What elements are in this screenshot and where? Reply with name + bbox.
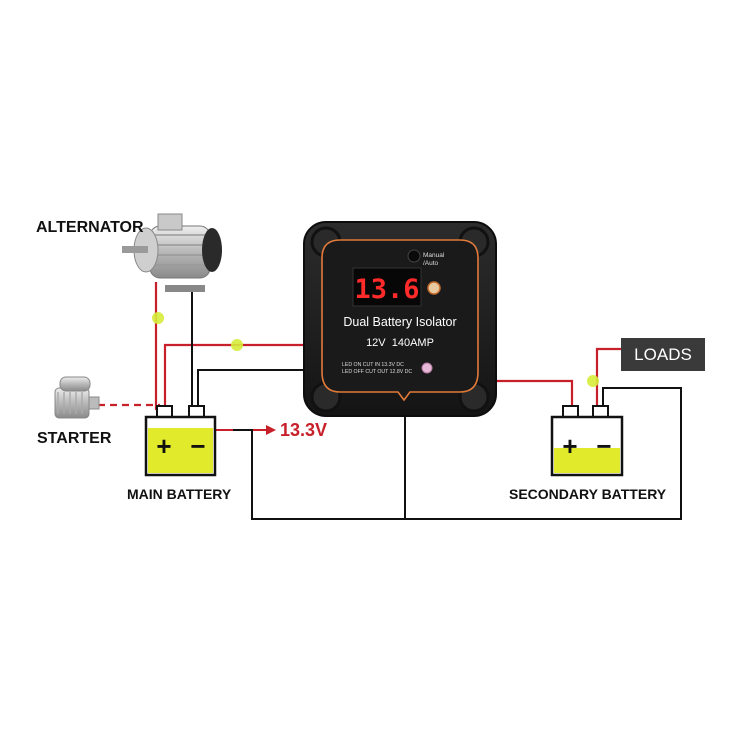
junction-dot [587,375,599,387]
main-battery-icon: + − [144,405,217,477]
wire-main-negative-to-isolator [197,369,307,410]
isolator-rating: 12V 140AMP [366,337,434,349]
wire-secondary-to-loads [595,347,621,410]
secondary-battery-label: SECONDARY BATTERY [509,486,667,502]
alternator-label: ALTERNATOR [36,219,144,236]
voltage-display [352,267,422,307]
power-led-icon [427,281,441,295]
wires [98,282,682,520]
wire-isolator-to-secondary [493,379,574,410]
main-battery-plus: + [156,431,171,461]
isolator-title: Dual Battery Isolator [343,315,456,329]
starter-label: STARTER [37,430,112,447]
battery-isolator-device: Manual /Auto 13.6 Dual Battery Isolator … [303,221,497,417]
voltage-display-value: 13.6 [354,274,419,305]
secondary-battery-minus: − [596,431,611,461]
alternator-icon [122,213,222,292]
mode-label-line1: Manual [423,252,445,259]
secondary-battery-icon: + − [550,405,624,477]
voltage-output-label: 13.3V [280,420,328,440]
wire-ground-loop [233,387,682,520]
mode-label-line2: /Auto [423,260,439,267]
voltage-arrow-head [266,425,276,435]
led-on-text: LED ON CUT IN 13.3V DC [342,362,404,368]
loads-box: LOADS [621,338,705,371]
led-off-text: LED OFF CUT OUT 12.8V DC [342,369,412,375]
secondary-battery-plus: + [562,431,577,461]
junction-dot [152,312,164,324]
junction-dot [231,339,243,351]
main-battery-label: MAIN BATTERY [127,486,232,502]
junctions [152,312,599,387]
mode-button[interactable] [407,249,421,263]
main-battery-minus: − [190,431,205,461]
starter-motor-icon [54,376,100,419]
wire-main-positive-to-isolator [163,343,307,410]
status-led-icon [421,362,433,374]
loads-label: LOADS [634,344,692,364]
